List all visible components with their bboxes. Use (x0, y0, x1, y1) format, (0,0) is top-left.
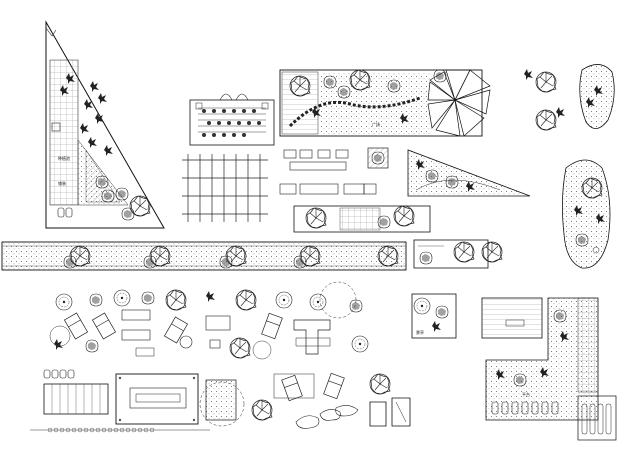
small-plan-note: 景亭 (416, 329, 424, 335)
parking-layout-plan (30, 369, 273, 433)
furniture-plant-library (49, 281, 369, 360)
tree-symbols-group (524, 69, 565, 131)
tree-symbol-icon (129, 195, 151, 217)
plaza-plan-with-pavilion: 广场 (279, 69, 491, 137)
triangle-planting-strip (407, 149, 531, 197)
triangle-note-2: 铺装 (58, 180, 66, 186)
long-hedge-strip (1, 241, 407, 271)
lounge-chair-icon (64, 312, 88, 340)
right-deck-panel: 平台 (481, 297, 617, 441)
stepping-stone-path (273, 372, 411, 429)
fan-pavilion-icon (427, 69, 491, 137)
shrub-symbol-icon (90, 81, 99, 92)
small-strip-right (413, 239, 503, 269)
furniture-strip (279, 147, 389, 195)
right-panel-note: 平台 (522, 391, 530, 397)
stepping-stone-icon (295, 415, 320, 429)
plaza-note: 广场 (372, 121, 380, 127)
oval-planter-bottom (562, 159, 611, 269)
oval-planter-top (579, 64, 615, 129)
planting-bed-center (293, 205, 431, 233)
small-plan-box: 景亭 (411, 293, 457, 339)
triangle-note-1: 种植池 (58, 155, 70, 161)
pergola-icon (182, 154, 268, 222)
pergola-planting-plan (189, 93, 275, 146)
triangle-garden-plan: 种植池 铺装 (45, 20, 165, 229)
bench-icon (57, 207, 65, 218)
